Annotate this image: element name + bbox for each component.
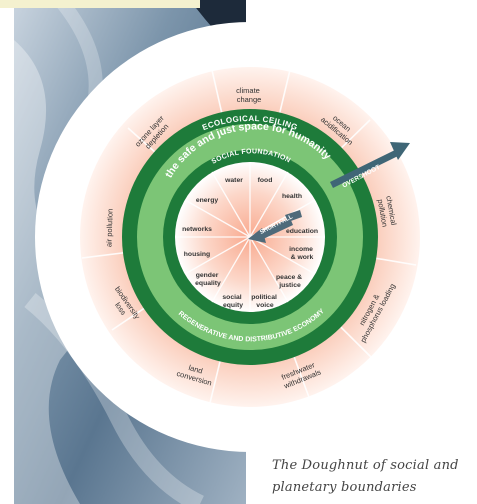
health-label: health — [282, 193, 302, 200]
gender-equality-label: gender equality — [195, 272, 221, 287]
social-labels: water food health education income & wor… — [182, 177, 318, 309]
caption-line-1: The Doughnut of social and — [272, 458, 459, 473]
water-label: water — [224, 177, 243, 184]
climate-change-label: climate change — [236, 86, 262, 104]
education-label: education — [286, 228, 318, 235]
peace-label: peace & justice — [276, 274, 304, 289]
political-voice-label: political voice — [251, 294, 279, 309]
social-dividers — [175, 162, 325, 312]
food-label: food — [258, 177, 273, 184]
social-equity-label: social equity — [222, 294, 243, 309]
caption-line-2: planetary boundaries — [272, 480, 417, 495]
housing-label: housing — [184, 251, 210, 258]
top-strip — [0, 0, 200, 8]
air-pollution-label: air pollution — [104, 209, 114, 248]
networks-label: networks — [182, 226, 212, 233]
energy-label: energy — [196, 197, 219, 204]
income-label: income & work — [289, 246, 315, 261]
figure-caption: The Doughnut of social and planetary bou… — [272, 455, 477, 499]
